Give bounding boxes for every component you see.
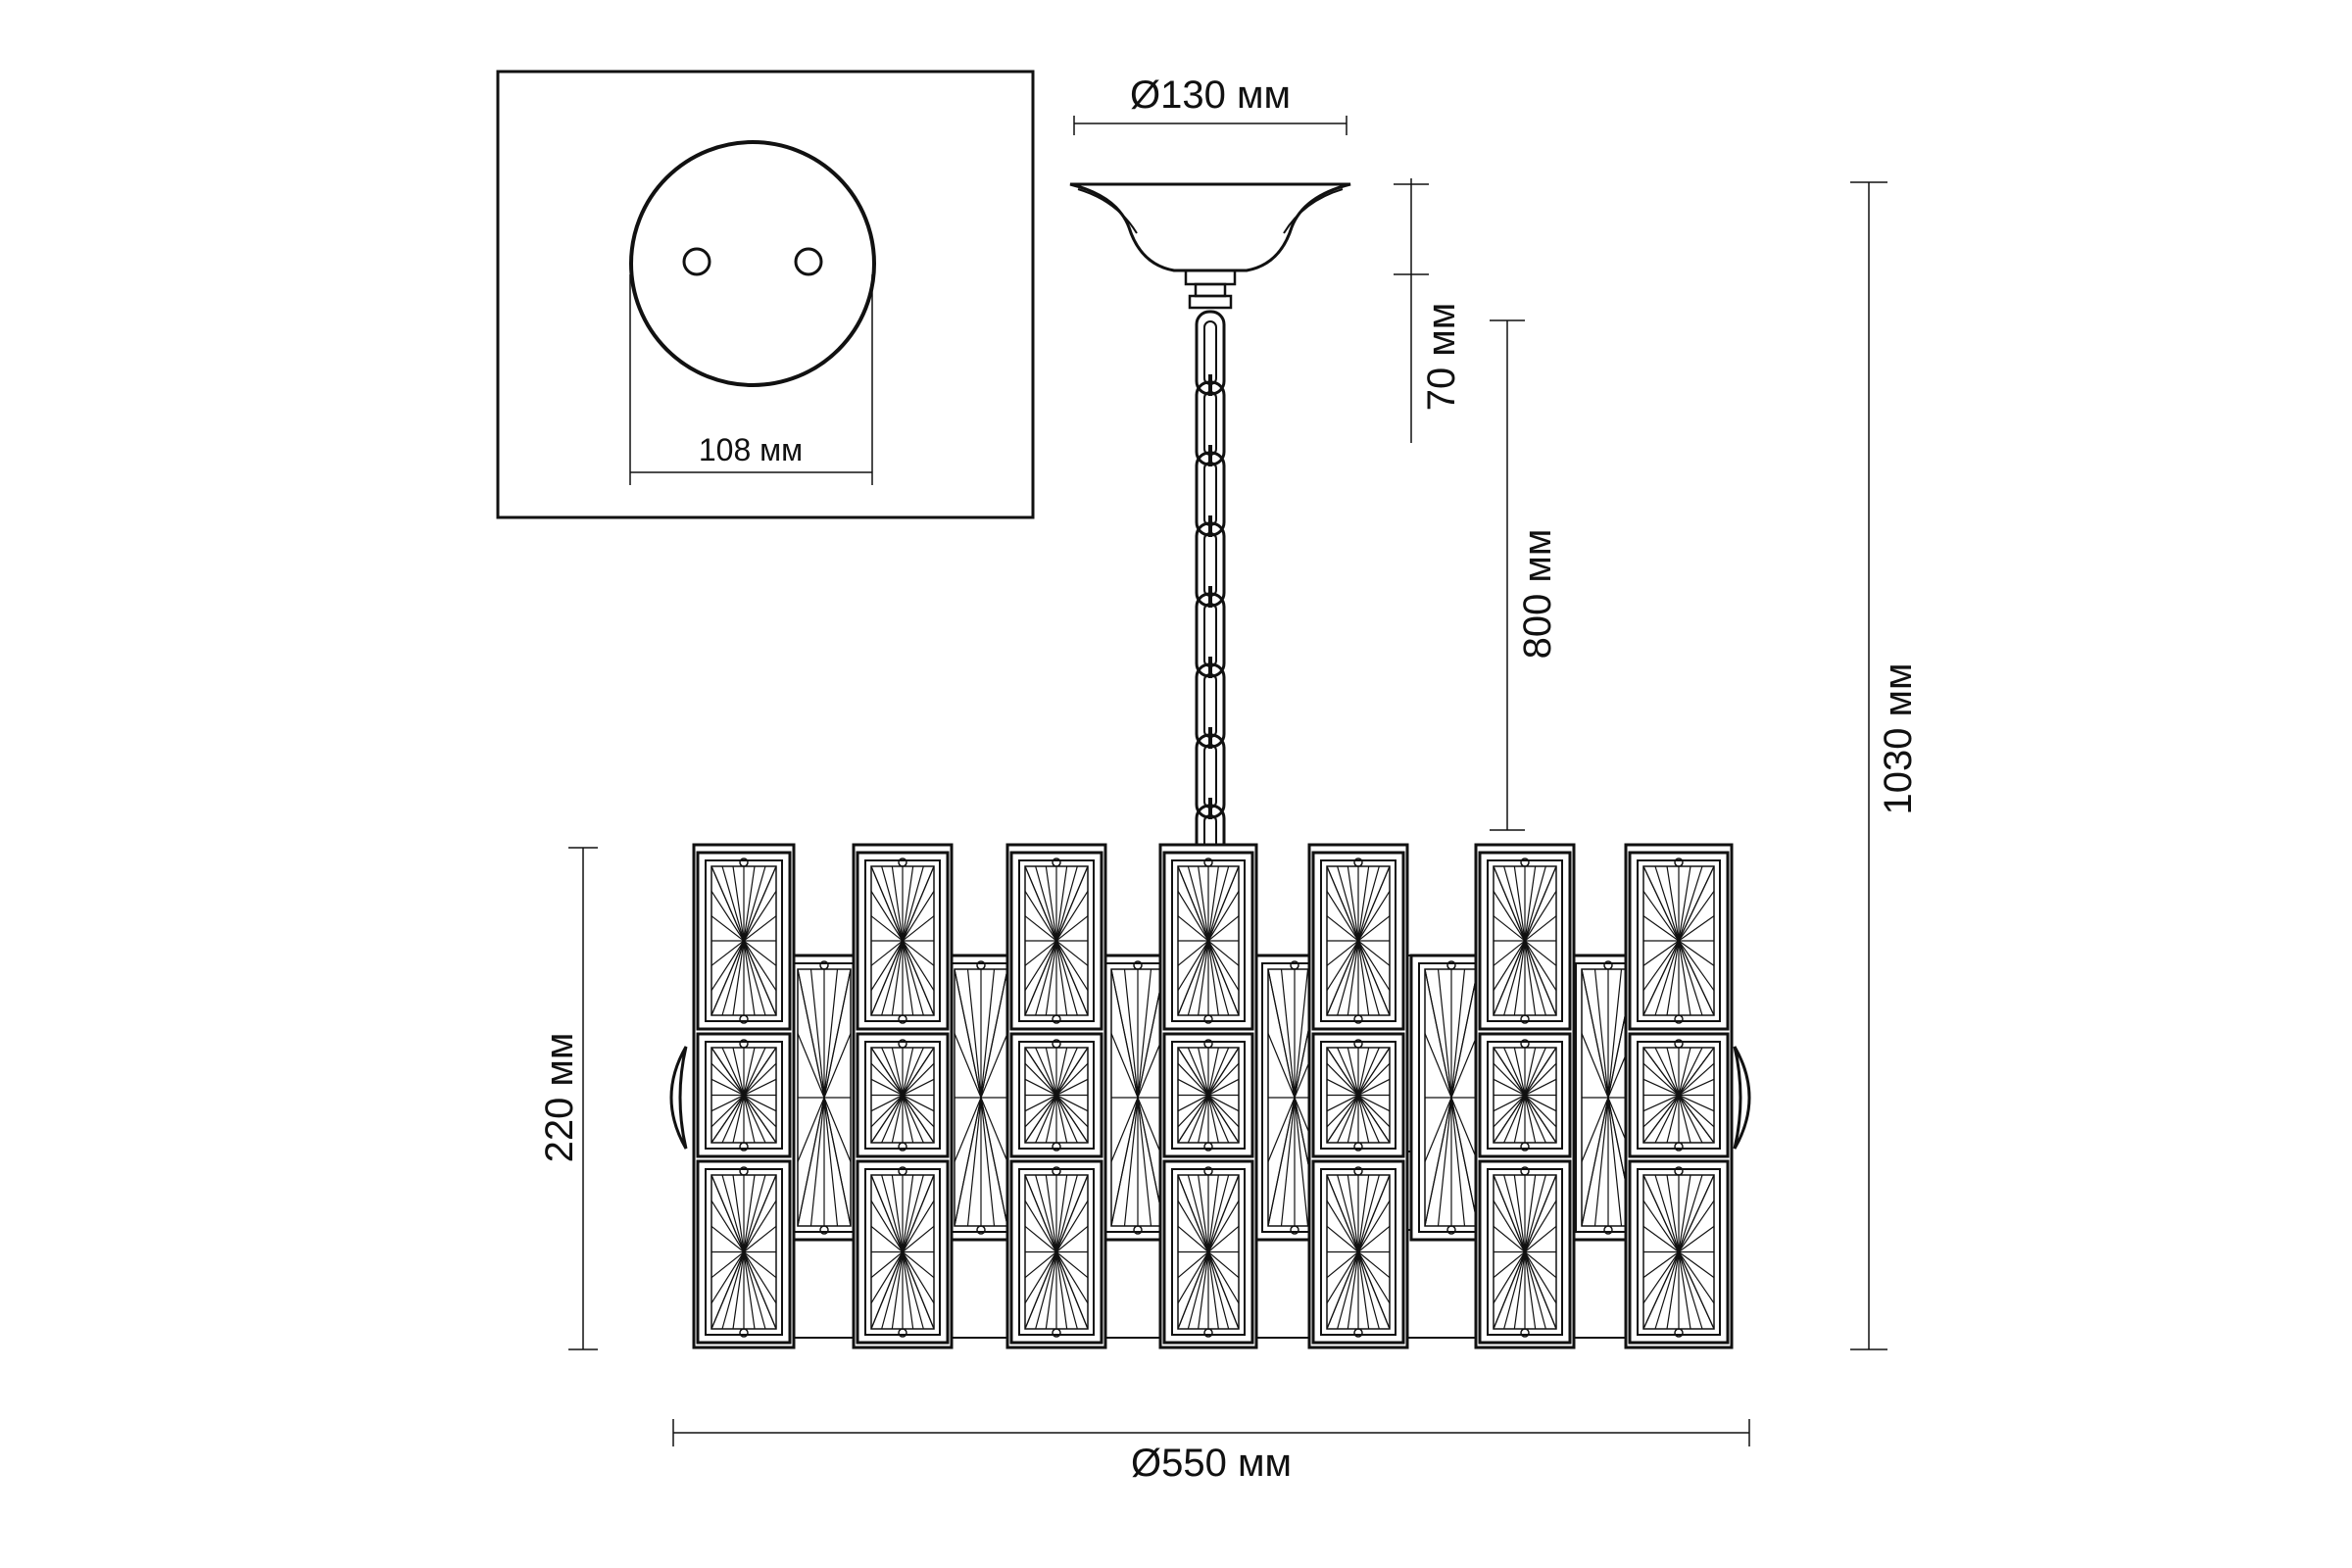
- side-drop-right: [1733, 1046, 1751, 1150]
- crystal-panel: [1162, 1159, 1254, 1345]
- crystal-panel: [856, 851, 950, 1031]
- total-height-label: 1030 мм: [1877, 662, 1920, 814]
- canopy-height-label: 70 мм: [1420, 303, 1463, 412]
- mounting-hole-left: [682, 247, 711, 276]
- crystal-panel: [1478, 1159, 1572, 1345]
- mounting-hole-right: [794, 247, 823, 276]
- canopy-diameter-dimension: Ø130 мм: [1073, 74, 1348, 135]
- mounting-plate-inset: 108 мм: [496, 70, 1035, 519]
- chain-icon: [1195, 310, 1226, 890]
- crystal-column: [1005, 843, 1107, 1349]
- inset-frame: [496, 70, 1035, 519]
- body-height-dimension: 220 мм: [538, 847, 598, 1350]
- crystal-panel: [1628, 851, 1730, 1031]
- crystal-panel: [1162, 851, 1254, 1031]
- chandelier-body-icon: [669, 843, 1751, 1349]
- crystal-panel: [1628, 1159, 1730, 1345]
- canopy-diameter-label: Ø130 мм: [1130, 74, 1291, 117]
- crystal-panel: [856, 1032, 950, 1158]
- crystal-panel: [1628, 1032, 1730, 1158]
- body-diameter-label: Ø550 мм: [1131, 1442, 1292, 1485]
- crystal-column: [692, 843, 796, 1349]
- chain-length-dimension: 800 мм: [1490, 319, 1559, 831]
- crystal-column: [1158, 843, 1258, 1349]
- crystal-panel: [696, 1159, 792, 1345]
- crystal-panel: [1478, 851, 1572, 1031]
- crystal-panel: [1009, 851, 1103, 1031]
- crystal-panel: [782, 954, 866, 1242]
- crystal-column: [852, 843, 954, 1349]
- body-height-label: 220 мм: [538, 1033, 581, 1163]
- crystal-panel: [1009, 1032, 1103, 1158]
- canopy-height-dimension: 70 мм: [1394, 178, 1463, 443]
- crystal-panel: [1478, 1032, 1572, 1158]
- crystal-panel: [696, 1032, 792, 1158]
- mounting-plate-icon: [629, 140, 876, 387]
- ceiling-canopy-icon: [1069, 182, 1351, 310]
- crystal-panel: [1311, 851, 1405, 1031]
- crystal-panel: [1009, 1159, 1103, 1345]
- crystal-column: [1474, 843, 1576, 1349]
- chain-length-label: 800 мм: [1516, 529, 1559, 660]
- crystal-column: [1307, 843, 1409, 1349]
- total-height-dimension: 1030 мм: [1850, 181, 1920, 1350]
- crystal-panel: [1311, 1032, 1405, 1158]
- hole-spacing-label: 108 мм: [699, 432, 803, 467]
- side-drop-left: [669, 1046, 688, 1150]
- crystal-panel: [856, 1159, 950, 1345]
- crystal-panel: [696, 851, 792, 1031]
- crystal-panel: [1162, 1032, 1254, 1158]
- crystal-panel: [1311, 1159, 1405, 1345]
- crystal-column: [1624, 843, 1734, 1349]
- body-diameter-dimension: Ø550 мм: [672, 1419, 1750, 1485]
